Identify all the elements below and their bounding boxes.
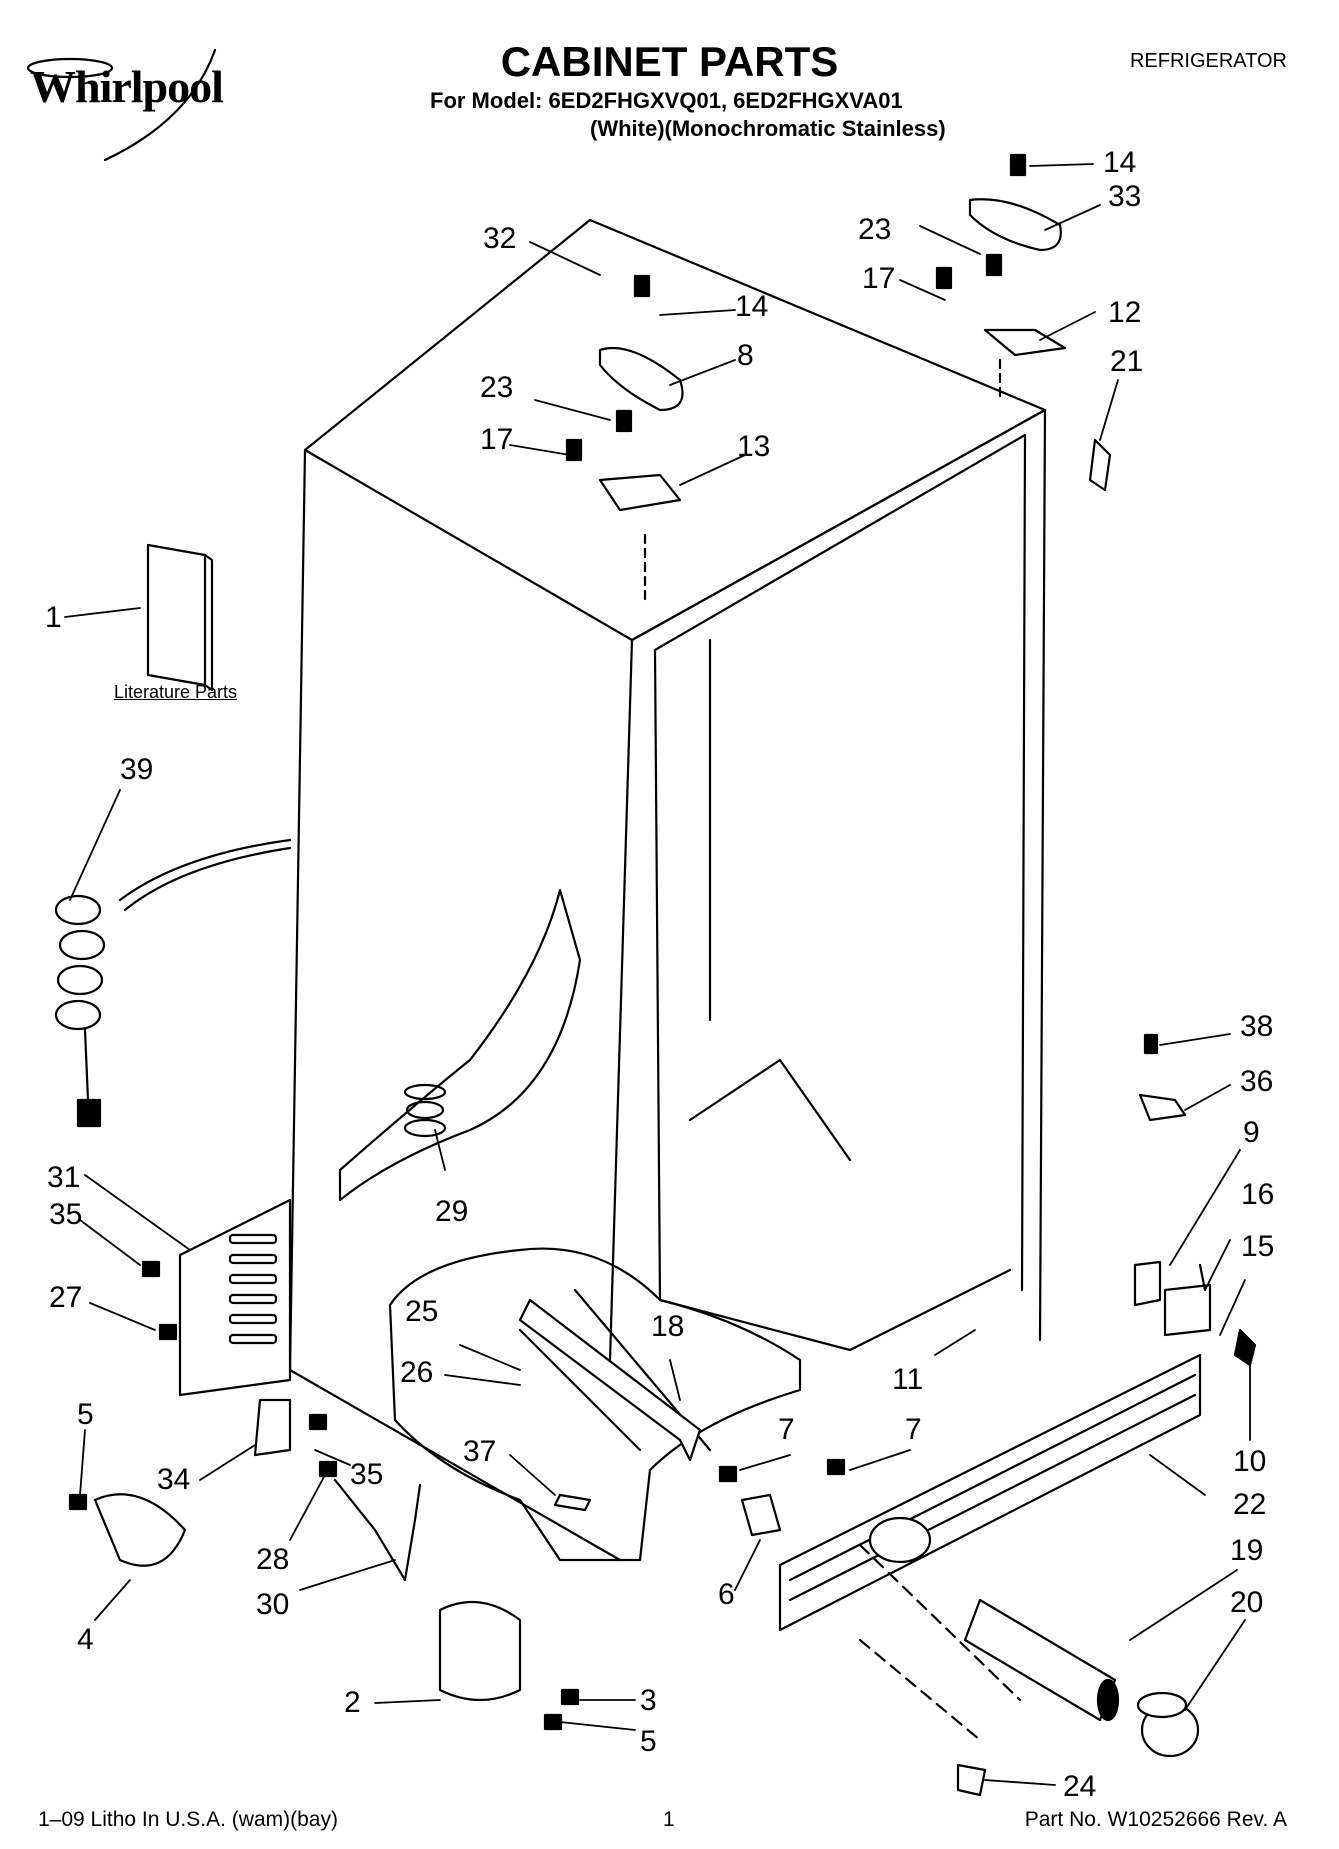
callout-9: 9 (1243, 1116, 1260, 1149)
callout-34: 34 (157, 1463, 191, 1496)
callout-17: 17 (480, 423, 514, 456)
clip-6-icon (740, 1493, 782, 1537)
footer-part-number: Part No. W10252666 Rev. A (1024, 1808, 1287, 1831)
water-filter-icon (963, 1598, 1120, 1722)
callout-2: 2 (344, 1686, 361, 1719)
callout-15: 15 (1241, 1230, 1275, 1263)
callout-14: 14 (735, 290, 769, 323)
callout-28: 28 (256, 1543, 290, 1576)
callout-25: 25 (405, 1295, 439, 1328)
base-grille-icon (778, 1353, 1202, 1632)
callout-3: 3 (640, 1684, 657, 1717)
callout-26: 26 (400, 1356, 434, 1389)
callout-38: 38 (1240, 1010, 1274, 1043)
leader-lines (64, 163, 1251, 1786)
brand-wordmark: Whirlpool (30, 61, 224, 112)
callout-18: 18 (651, 1310, 685, 1343)
callout-39: 39 (120, 753, 154, 786)
lower-hinge-icon (438, 1600, 522, 1702)
callout-4: 4 (77, 1623, 94, 1656)
callout-33: 33 (1108, 180, 1142, 213)
category-label: REFRIGERATOR (1129, 50, 1287, 72)
callout-29: 29 (435, 1195, 469, 1228)
rear-access-panel-icon (178, 1198, 292, 1397)
callout-13: 13 (737, 430, 771, 463)
water-tube-30-icon (333, 1478, 422, 1582)
logo-swoosh-icon (26, 57, 114, 79)
cutaway-bottom (388, 1247, 802, 1562)
callout-12: 12 (1108, 296, 1142, 329)
callout-23: 23 (858, 213, 892, 246)
callout-30: 30 (256, 1588, 290, 1621)
footer-litho-note: 1–09 Litho In U.S.A. (wam)(bay) (38, 1808, 338, 1831)
shim-34-icon (253, 1398, 292, 1457)
callout-7: 7 (905, 1413, 922, 1446)
brand-logo: Whirlpool (30, 60, 224, 113)
callout-24: 24 (1063, 1770, 1097, 1803)
literature-parts-caption: Literature Parts (114, 682, 238, 702)
page-title: CABINET PARTS (500, 38, 839, 85)
model-line-1: For Model: 6ED2FHGXVQ01, 6ED2FHGXVA01 (430, 88, 903, 113)
callout-31: 31 (47, 1161, 81, 1194)
callout-14: 14 (1103, 146, 1137, 179)
callout-17: 17 (862, 262, 896, 295)
roller-4-icon (93, 1493, 187, 1567)
top-hinge-right-icon (935, 153, 1067, 402)
model-line-2: (White)(Monochromatic Stainless) (590, 116, 946, 141)
callout-20: 20 (1230, 1586, 1264, 1619)
screw-icons (68, 1033, 1159, 1731)
callout-11: 11 (892, 1363, 924, 1396)
power-cord-icon (54, 838, 292, 1128)
logo-arc-icon (103, 48, 217, 162)
leveler-29-icon (403, 1083, 447, 1138)
literature-booklet-icon (146, 543, 207, 687)
grille-bracket-icon (1133, 1260, 1257, 1367)
callout-37: 37 (463, 1435, 497, 1468)
tube-25-icon (518, 1328, 642, 1452)
callout-32: 32 (483, 222, 517, 255)
callout-21: 21 (1110, 345, 1144, 378)
callout-22: 22 (1233, 1488, 1267, 1521)
filter-cap-icon (1136, 1691, 1200, 1758)
callout-6: 6 (718, 1578, 735, 1611)
cutaway-left (338, 888, 582, 1202)
top-hinge-left-icon (565, 274, 684, 602)
callout-27: 27 (49, 1281, 83, 1314)
rear-panel-vents (228, 1233, 278, 1345)
callout-23: 23 (480, 371, 514, 404)
callout-5: 5 (640, 1725, 657, 1758)
clip-24-icon (956, 1763, 987, 1797)
callout-16: 16 (1241, 1178, 1275, 1211)
callout-19: 19 (1230, 1534, 1264, 1567)
callout-35: 35 (49, 1198, 83, 1231)
connector-37-icon (553, 1493, 592, 1512)
callout-8: 8 (737, 339, 754, 372)
water-valve-18-icon (518, 1298, 702, 1462)
clip-21-icon (1088, 438, 1112, 492)
callout-10: 10 (1233, 1445, 1267, 1478)
callout-5: 5 (77, 1398, 94, 1431)
bracket-36-icon (1138, 1093, 1187, 1122)
callout-1: 1 (45, 601, 62, 634)
footer-page-number: 1 (663, 1808, 675, 1831)
callout-35: 35 (350, 1458, 384, 1491)
callout-36: 36 (1240, 1065, 1274, 1098)
callout-7: 7 (778, 1413, 795, 1446)
